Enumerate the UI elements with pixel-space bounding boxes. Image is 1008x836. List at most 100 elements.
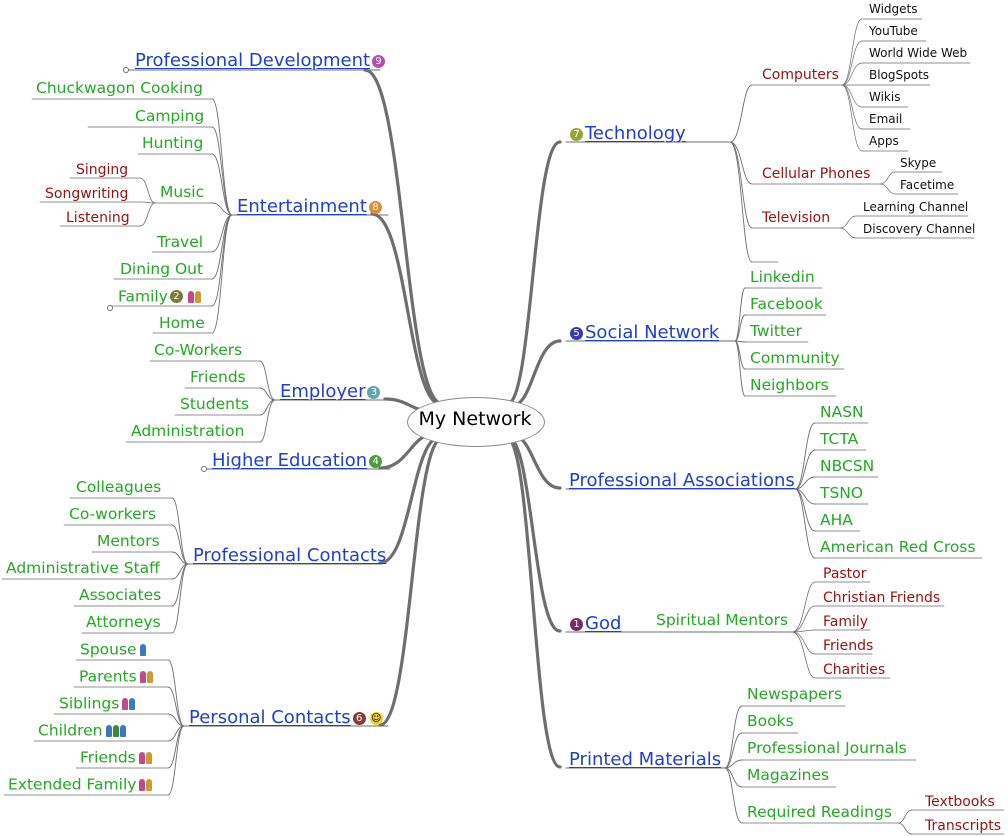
collapse-handle-icon[interactable]	[201, 466, 207, 472]
topic-co-workers[interactable]: Co-Workers	[154, 341, 243, 359]
topic-transcripts[interactable]: Transcripts	[925, 818, 1002, 834]
topic-children[interactable]: Children	[38, 723, 127, 739]
topic-american-red-cross[interactable]: American Red Cross	[820, 538, 976, 556]
branch-connector	[503, 140, 562, 406]
topic-required-readings[interactable]: Required Readings	[747, 803, 892, 821]
topic-email[interactable]: Email	[869, 112, 903, 126]
topic-professional-journals[interactable]: Professional Journals	[747, 739, 907, 757]
topic-friends-employer[interactable]: Friends	[190, 368, 246, 386]
people-icon	[138, 750, 153, 766]
topic-neighbors[interactable]: Neighbors	[750, 376, 829, 394]
connector-line	[139, 202, 156, 227]
branch-professional-associations[interactable]: Professional Associations	[569, 470, 795, 491]
branch-professional-contacts[interactable]: Professional Contacts	[193, 545, 387, 566]
connector-line	[839, 215, 857, 229]
topic-facetime[interactable]: Facetime	[900, 178, 955, 192]
topic-charities[interactable]: Charities	[823, 662, 886, 678]
connector-line	[897, 822, 913, 835]
topic-music[interactable]: Music	[160, 183, 205, 201]
topic-aha[interactable]: AHA	[820, 511, 853, 529]
topic-discovery-channel[interactable]: Discovery Channel	[863, 222, 976, 236]
topic-singing[interactable]: Singing	[76, 162, 129, 178]
topic-twitter[interactable]: Twitter	[750, 322, 802, 340]
topic-pastor[interactable]: Pastor	[823, 566, 867, 582]
person-icon	[139, 642, 147, 658]
topic-associates[interactable]: Associates	[79, 586, 162, 604]
collapse-handle-icon[interactable]	[107, 305, 113, 311]
topic-linkedin[interactable]: Linkedin	[750, 268, 815, 286]
connector-line	[211, 214, 233, 334]
topic-chuckwagon-cooking[interactable]: Chuckwagon Cooking	[36, 79, 203, 97]
central-topic-node[interactable]	[407, 397, 545, 447]
branch-connector	[370, 212, 447, 406]
topic-magazines[interactable]: Magazines	[747, 766, 830, 784]
topic-nbcsn[interactable]: NBCSN	[820, 457, 875, 475]
topic-home[interactable]: Home	[159, 314, 205, 332]
topic-friends-god[interactable]: Friends	[823, 638, 874, 654]
topic-apps[interactable]: Apps	[869, 134, 899, 148]
topic-computers[interactable]: Computers	[762, 67, 839, 83]
connector-line	[791, 631, 816, 679]
topic-songwriting[interactable]: Songwriting	[45, 186, 129, 202]
topic-facebook[interactable]: Facebook	[750, 295, 823, 313]
topic-cellular-phones[interactable]: Cellular Phones	[762, 166, 871, 182]
topic-siblings[interactable]: Siblings	[59, 696, 136, 712]
topic-newspapers[interactable]: Newspapers	[747, 685, 843, 703]
topic-textbooks[interactable]: Textbooks	[925, 794, 995, 810]
connector-line	[879, 183, 896, 195]
connector-line	[841, 18, 863, 86]
topic-attorneys[interactable]: Attorneys	[86, 613, 161, 631]
topic-students[interactable]: Students	[180, 395, 250, 413]
topic-co-workers-pro[interactable]: Co-workers	[69, 505, 157, 523]
topic-learning-channel[interactable]: Learning Channel	[863, 200, 969, 214]
topic-world-wide-web[interactable]: World Wide Web	[869, 46, 968, 60]
topic-camping[interactable]: Camping	[135, 107, 205, 125]
topic-skype[interactable]: Skype	[900, 156, 937, 170]
topic-spiritual-mentors[interactable]: Spiritual Mentors	[656, 611, 789, 629]
topic-friends-personal[interactable]: Friends	[80, 750, 153, 766]
topic-family-god[interactable]: Family	[823, 614, 869, 630]
topic-books[interactable]: Books	[747, 712, 794, 730]
connector-line	[171, 497, 189, 565]
topic-administration[interactable]: Administration	[131, 422, 245, 440]
topic-mentors[interactable]: Mentors	[97, 532, 160, 550]
topic-spouse[interactable]: Spouse	[80, 642, 147, 658]
topic-administrative-staff[interactable]: Administrative Staff	[6, 559, 160, 577]
connector-line	[724, 732, 743, 769]
topic-listening[interactable]: Listening	[66, 210, 130, 226]
connector-line	[794, 488, 816, 559]
branch-printed-materials[interactable]: Printed Materials	[569, 749, 722, 770]
topic-travel[interactable]: Travel	[157, 233, 204, 251]
topic-tcta[interactable]: TCTA	[820, 430, 859, 448]
topic-parents[interactable]: Parents	[79, 669, 154, 685]
topic-community[interactable]: Community	[750, 349, 840, 367]
topic-hunting[interactable]: Hunting	[142, 134, 204, 152]
topic-colleagues[interactable]: Colleagues	[76, 478, 162, 496]
topic-christian-friends[interactable]: Christian Friends	[823, 590, 941, 606]
connector-line	[841, 62, 863, 86]
connector-line	[794, 449, 816, 490]
connector-line	[139, 177, 156, 204]
topic-youtube[interactable]: YouTube	[869, 24, 918, 38]
connector-line	[729, 141, 753, 229]
topic-tsno[interactable]: TSNO	[820, 484, 864, 502]
topic-wikis[interactable]: Wikis	[869, 90, 901, 104]
topic-widgets[interactable]: Widgets	[869, 2, 918, 16]
topic-blogspots[interactable]: BlogSpots	[869, 68, 930, 82]
topic-dining-out[interactable]: Dining Out	[120, 260, 204, 278]
topic-extended-family[interactable]: Extended Family	[8, 777, 153, 793]
topic-television[interactable]: Television	[762, 210, 831, 226]
connector-line	[171, 551, 189, 565]
connector-line	[211, 214, 233, 307]
collapse-handle-icon[interactable]	[123, 67, 129, 73]
topic-nasn[interactable]: NASN	[820, 403, 864, 421]
